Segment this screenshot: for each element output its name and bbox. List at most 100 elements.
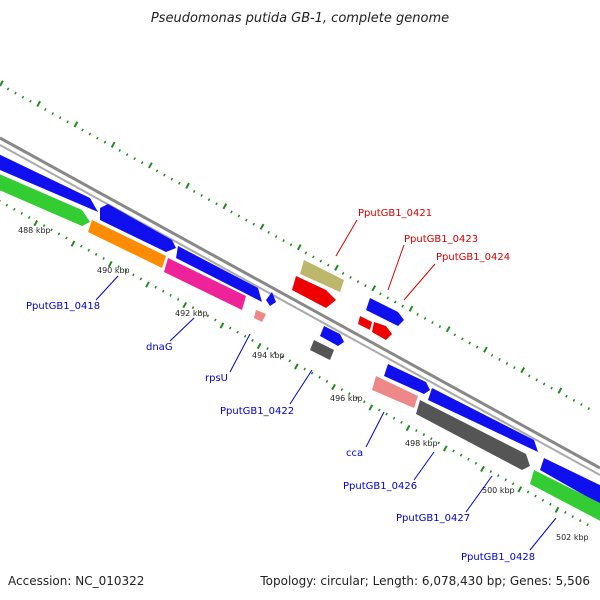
outer-tick bbox=[200, 194, 203, 197]
leader-0422 bbox=[289, 369, 313, 405]
gene-label-0421[interactable]: PputGB1_0421 bbox=[358, 208, 432, 219]
inner-tick bbox=[400, 420, 403, 424]
inner-tick bbox=[362, 400, 366, 404]
inner-tick bbox=[467, 457, 470, 461]
cds-feature-pink-cca[interactable] bbox=[372, 376, 418, 408]
inner-tick bbox=[549, 502, 552, 506]
inner-tick bbox=[206, 314, 210, 318]
gene-label-0418[interactable]: PputGB1_0418 bbox=[26, 301, 100, 312]
outer-tick bbox=[148, 162, 153, 169]
inner-tick bbox=[124, 269, 128, 273]
outer-tick bbox=[282, 239, 285, 243]
inner-tick bbox=[517, 486, 523, 493]
outer-tick bbox=[44, 108, 47, 111]
outer-tick bbox=[483, 346, 488, 353]
outer-tick bbox=[36, 100, 41, 107]
outer-tick bbox=[356, 280, 360, 284]
outer-tick bbox=[408, 305, 414, 312]
cds-feature-red-0423[interactable] bbox=[358, 316, 372, 330]
outer-tick bbox=[267, 230, 270, 234]
outer-tick bbox=[468, 341, 471, 345]
outer-tick bbox=[453, 333, 457, 337]
cds-feature-blue-4[interactable] bbox=[384, 364, 430, 394]
outer-tick bbox=[490, 353, 494, 357]
inner-tick bbox=[452, 449, 455, 453]
leader-rpsU bbox=[229, 333, 251, 373]
gene-label-0426[interactable]: PputGB1_0426 bbox=[343, 481, 417, 492]
cds-feature-blue-6[interactable] bbox=[540, 458, 600, 510]
cds-feature-blue-1[interactable] bbox=[0, 150, 98, 212]
inner-tick bbox=[266, 347, 269, 351]
gene-label-0428[interactable]: PputGB1_0428 bbox=[461, 552, 535, 563]
cds-feature-gray-0426[interactable] bbox=[416, 400, 530, 470]
outer-tick bbox=[550, 386, 553, 390]
inner-tick bbox=[256, 342, 262, 350]
outer-tick bbox=[170, 177, 174, 181]
inner-tick bbox=[437, 441, 440, 445]
outer-tick bbox=[274, 235, 278, 238]
gene-label-cca[interactable]: cca bbox=[346, 448, 363, 459]
cds-feature-khaki-0421[interactable] bbox=[300, 260, 344, 292]
inner-tick bbox=[139, 277, 143, 281]
leader-0424 bbox=[403, 263, 436, 301]
outer-tick bbox=[155, 169, 159, 173]
cds-feature-blue-0422a[interactable] bbox=[320, 326, 344, 346]
cds-feature-red-0424[interactable] bbox=[372, 322, 392, 340]
outer-tick bbox=[386, 296, 390, 300]
inner-tick bbox=[497, 474, 500, 478]
ruler-label-494: 494 kbp bbox=[252, 351, 285, 360]
cds-feature-orange[interactable] bbox=[88, 220, 166, 268]
outer-tick bbox=[66, 120, 69, 124]
gene-label-0424[interactable]: PputGB1_0424 bbox=[436, 252, 510, 263]
outer-tick bbox=[445, 326, 451, 333]
outer-tick bbox=[565, 394, 568, 398]
cds-feature-green-0428[interactable] bbox=[530, 470, 600, 526]
inner-tick bbox=[348, 392, 351, 396]
outer-tick bbox=[29, 99, 32, 103]
inner-tick bbox=[288, 359, 292, 363]
inner-tick bbox=[571, 515, 574, 519]
cds-feature-pink-rpsU[interactable] bbox=[254, 310, 266, 322]
cds-feature-blue-3[interactable] bbox=[176, 246, 262, 302]
cds-feature-blue-2[interactable] bbox=[100, 204, 176, 252]
gene-label-0422[interactable]: PputGB1_0422 bbox=[220, 406, 294, 417]
outer-tick bbox=[259, 223, 265, 230]
inner-tick bbox=[430, 437, 433, 441]
outer-tick bbox=[371, 285, 377, 292]
gene-label-0427[interactable]: PputGB1_0427 bbox=[396, 513, 470, 524]
outer-tick bbox=[96, 136, 99, 140]
cds-feature-gray-0422[interactable] bbox=[310, 340, 334, 360]
inner-tick bbox=[50, 228, 53, 232]
cds-feature-pink-dnaG[interactable] bbox=[164, 258, 246, 310]
cds-feature-blue-5[interactable] bbox=[428, 388, 538, 452]
cds-feature-blue-small[interactable] bbox=[266, 292, 276, 306]
gene-label-dnaG[interactable]: dnaG bbox=[146, 342, 173, 353]
outer-tick bbox=[51, 112, 54, 116]
inner-tick bbox=[20, 211, 23, 215]
inner-tick bbox=[27, 216, 31, 219]
outer-tick bbox=[535, 378, 538, 382]
inner-tick bbox=[57, 232, 61, 236]
outer-tick bbox=[230, 210, 233, 214]
cds-feature-blue-0423[interactable] bbox=[366, 298, 404, 326]
outer-tick bbox=[103, 140, 107, 144]
outer-tick bbox=[379, 292, 382, 296]
outer-tick bbox=[393, 300, 397, 304]
inner-tick bbox=[214, 318, 217, 322]
outer-tick bbox=[222, 203, 228, 210]
gene-label-0423[interactable]: PputGB1_0423 bbox=[404, 234, 478, 245]
inner-tick bbox=[94, 252, 98, 256]
outer-tick bbox=[14, 91, 17, 95]
cds-feature-green-1[interactable] bbox=[0, 170, 90, 226]
outer-tick bbox=[528, 374, 531, 378]
accession-text: Accession: NC_010322 bbox=[8, 574, 145, 588]
leader-dnaG bbox=[169, 317, 195, 342]
leader-0428 bbox=[529, 517, 557, 551]
outer-tick bbox=[460, 337, 464, 341]
outer-tick bbox=[185, 182, 190, 189]
inner-tick bbox=[586, 523, 589, 527]
inner-tick bbox=[199, 310, 202, 314]
genome-backbone-inner bbox=[0, 144, 600, 476]
gene-label-rpsU[interactable]: rpsU bbox=[205, 373, 228, 384]
cds-feature-red-0421[interactable] bbox=[292, 276, 336, 308]
